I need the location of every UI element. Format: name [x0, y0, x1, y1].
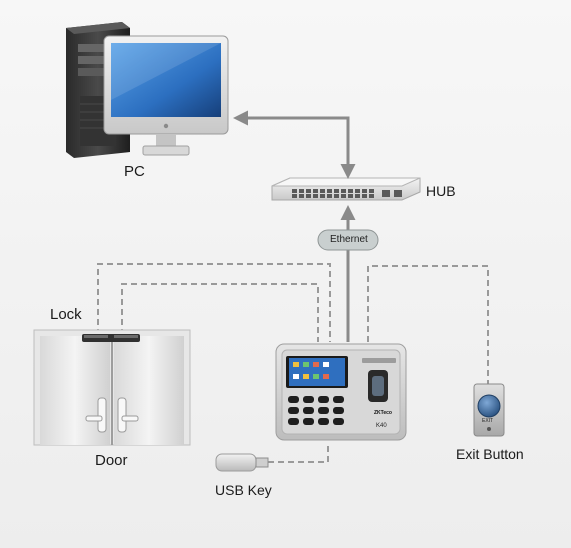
usb-key — [215, 453, 269, 472]
door-label: Door — [95, 452, 128, 469]
lock-magnet — [82, 334, 140, 342]
pc-monitor — [103, 35, 229, 156]
pc-label: PC — [124, 163, 145, 180]
hub-device — [271, 177, 421, 201]
exit-button-device — [473, 383, 505, 437]
usb-key-label: USB Key — [215, 482, 272, 498]
exit-button-label: Exit Button — [456, 446, 524, 462]
door — [33, 329, 191, 446]
exit-plate-text: EXIT — [482, 418, 494, 424]
door-handles — [85, 397, 139, 433]
hub-label: HUB — [426, 183, 456, 199]
dashed-wiring — [97, 263, 489, 463]
lock-label: Lock — [50, 306, 82, 323]
device-model: K40 — [376, 423, 387, 429]
device-brand: ZKTeco — [374, 410, 392, 416]
access-control-device — [275, 343, 407, 441]
ethernet-tag — [317, 229, 379, 251]
ethernet-label: Ethernet — [330, 234, 368, 245]
